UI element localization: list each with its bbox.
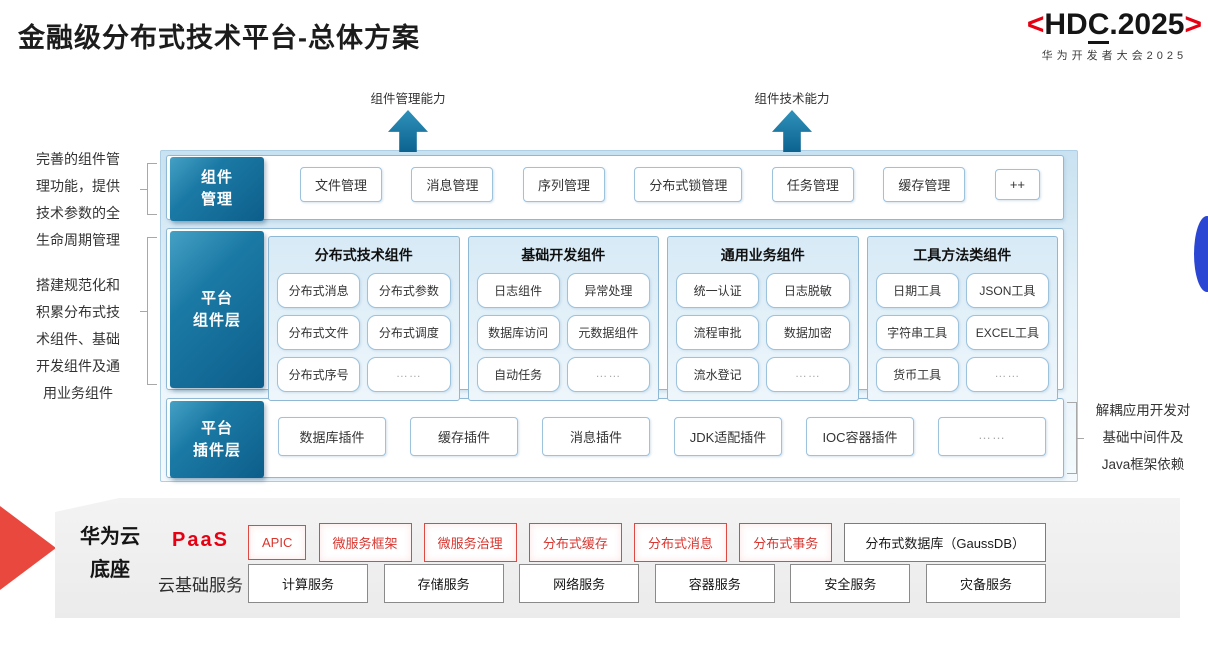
- hdc-logo-wordmark: <HDC.2025>: [1027, 8, 1202, 44]
- paas-service: 微服务治理: [423, 523, 517, 562]
- management-item: 缓存管理: [883, 167, 966, 202]
- cloud-service: 灾备服务: [925, 564, 1046, 603]
- cloud-service: 计算服务: [248, 564, 368, 603]
- component-cell: 元数据组件: [566, 315, 650, 350]
- logo-left-angle: <: [1026, 8, 1045, 41]
- cloud-service: 网络服务: [519, 564, 640, 603]
- capability-arrow-technology: 组件技术能力: [727, 88, 857, 152]
- component-cell: 自动任务: [476, 357, 560, 392]
- component-cell: JSON工具: [965, 273, 1049, 308]
- up-arrow-icon: [388, 110, 428, 152]
- component-cell-more: ……: [766, 357, 850, 392]
- component-cell: 分布式调度: [367, 315, 451, 350]
- logo-hd: HD: [1044, 8, 1088, 41]
- paas-service: APIC: [248, 525, 307, 560]
- layer-management-items: 文件管理 消息管理 序列管理 分布式锁管理 任务管理 缓存管理 ++: [300, 167, 1040, 202]
- component-cell: 分布式文件: [277, 315, 361, 350]
- capability-arrow-management: 组件管理能力: [343, 88, 473, 152]
- component-cell: 分布式消息: [277, 273, 361, 308]
- component-cell: 统一认证: [676, 273, 760, 308]
- component-cell: 异常处理: [566, 273, 650, 308]
- annotation-components: 搭建规范化和 积累分布式技 术组件、基础 开发组件及通 用业务组件: [36, 277, 120, 401]
- component-cell: 分布式参数: [367, 273, 451, 308]
- capability-arrow-label: 组件技术能力: [754, 92, 830, 106]
- paas-service: 分布式事务: [739, 523, 833, 562]
- paas-service: 分布式消息: [634, 523, 728, 562]
- annotation-plugins: 解耦应用开发对 基础中间件及 Java框架依赖: [1095, 403, 1191, 472]
- column-header: 基础开发组件: [521, 247, 606, 263]
- column-grid: 统一认证 日志脱敏 流程审批 数据加密 流水登记 ……: [676, 273, 850, 392]
- layer-components-label: 平台 组件层: [170, 231, 264, 388]
- plugin-item: JDK适配插件: [674, 417, 782, 456]
- column-grid: 日期工具 JSON工具 字符串工具 EXCEL工具 货币工具 ……: [875, 273, 1049, 392]
- component-cell: EXCEL工具: [965, 315, 1049, 350]
- component-cell: 日志组件: [476, 273, 560, 308]
- paas-services: APIC 微服务框架 微服务治理 分布式缓存 分布式消息 分布式事务 分布式数据…: [248, 523, 1046, 562]
- column-header: 工具方法类组件: [913, 247, 1012, 263]
- blue-half-circle-marker: [1194, 216, 1208, 292]
- management-item: 消息管理: [411, 167, 494, 202]
- paas-service: 分布式缓存: [528, 523, 622, 562]
- plugin-item-more: ……: [938, 417, 1046, 456]
- component-cell: 字符串工具: [875, 315, 959, 350]
- column-tool-methods: 工具方法类组件 日期工具 JSON工具 字符串工具 EXCEL工具 货币工具 ……: [866, 236, 1058, 401]
- plugin-item: 缓存插件: [410, 417, 518, 456]
- component-cell: 货币工具: [875, 357, 959, 392]
- annotation-management: 完善的组件管 理功能，提供 技术参数的全 生命周期管理: [36, 151, 120, 248]
- column-basic-dev: 基础开发组件 日志组件 异常处理 数据库访问 元数据组件 自动任务 ……: [467, 236, 659, 401]
- plugin-item: 数据库插件: [278, 417, 386, 456]
- component-columns: 分布式技术组件 分布式消息 分布式参数 分布式文件 分布式调度 分布式序号 ………: [268, 236, 1058, 401]
- paas-label: PaaS: [172, 529, 229, 551]
- cloud-services-label: 云基础服务: [158, 576, 243, 595]
- red-arrow-icon: [0, 506, 56, 590]
- component-cell: 流水登记: [676, 357, 760, 392]
- logo-right-angle: >: [1184, 8, 1202, 41]
- component-cell-more: ……: [965, 357, 1049, 392]
- bracket-components: [140, 237, 157, 385]
- column-grid: 日志组件 异常处理 数据库访问 元数据组件 自动任务 ……: [476, 273, 650, 392]
- component-cell: 数据库访问: [476, 315, 560, 350]
- hdc-logo-subtitle: 华为开发者大会2025: [1041, 49, 1188, 62]
- column-header: 通用业务组件: [720, 247, 805, 263]
- column-distributed-tech: 分布式技术组件 分布式消息 分布式参数 分布式文件 分布式调度 分布式序号 ……: [268, 236, 460, 401]
- component-cell: 日期工具: [875, 273, 959, 308]
- management-item: 序列管理: [522, 167, 605, 202]
- column-grid: 分布式消息 分布式参数 分布式文件 分布式调度 分布式序号 ……: [277, 273, 451, 392]
- layer-plugins-label: 平台 插件层: [170, 401, 264, 478]
- management-item-more: ++: [994, 169, 1040, 200]
- component-cell: 日志脱敏: [766, 273, 850, 308]
- foundation-title: 华为云 底座: [80, 526, 140, 581]
- cloud-service: 容器服务: [654, 564, 775, 603]
- logo-year: .2025: [1109, 8, 1185, 41]
- plugin-item: 消息插件: [542, 417, 650, 456]
- paas-service-gaussdb: 分布式数据库（GaussDB）: [844, 523, 1046, 562]
- cloud-services: 计算服务 存储服务 网络服务 容器服务 安全服务 灾备服务: [248, 564, 1046, 603]
- hdc-logo: <HDC.2025> 华为开发者大会2025: [1027, 8, 1202, 63]
- cloud-service: 存储服务: [383, 564, 504, 603]
- component-cell-more: ……: [566, 357, 650, 392]
- layer-plugins-items: 数据库插件 缓存插件 消息插件 JDK适配插件 IOC容器插件 ……: [278, 417, 1046, 456]
- component-cell: 数据加密: [766, 315, 850, 350]
- capability-arrow-label: 组件管理能力: [370, 92, 446, 106]
- layer-management-label: 组件 管理: [170, 157, 264, 221]
- page-title: 金融级分布式技术平台-总体方案: [18, 23, 420, 53]
- logo-c-underlined: C: [1087, 9, 1110, 44]
- component-cell: 流程审批: [676, 315, 760, 350]
- management-item: 任务管理: [771, 167, 854, 202]
- column-header: 分布式技术组件: [314, 247, 413, 263]
- bracket-management: [140, 163, 157, 215]
- component-cell-more: ……: [367, 357, 451, 392]
- column-common-business: 通用业务组件 统一认证 日志脱敏 流程审批 数据加密 流水登记 ……: [667, 236, 859, 401]
- cloud-service: 安全服务: [790, 564, 911, 603]
- management-item: 分布式锁管理: [634, 167, 743, 202]
- plugin-item: IOC容器插件: [806, 417, 914, 456]
- up-arrow-icon: [772, 110, 812, 152]
- bracket-plugins: [1067, 402, 1084, 474]
- paas-service: 微服务框架: [318, 523, 412, 562]
- component-cell: 分布式序号: [277, 357, 361, 392]
- management-item: 文件管理: [300, 167, 383, 202]
